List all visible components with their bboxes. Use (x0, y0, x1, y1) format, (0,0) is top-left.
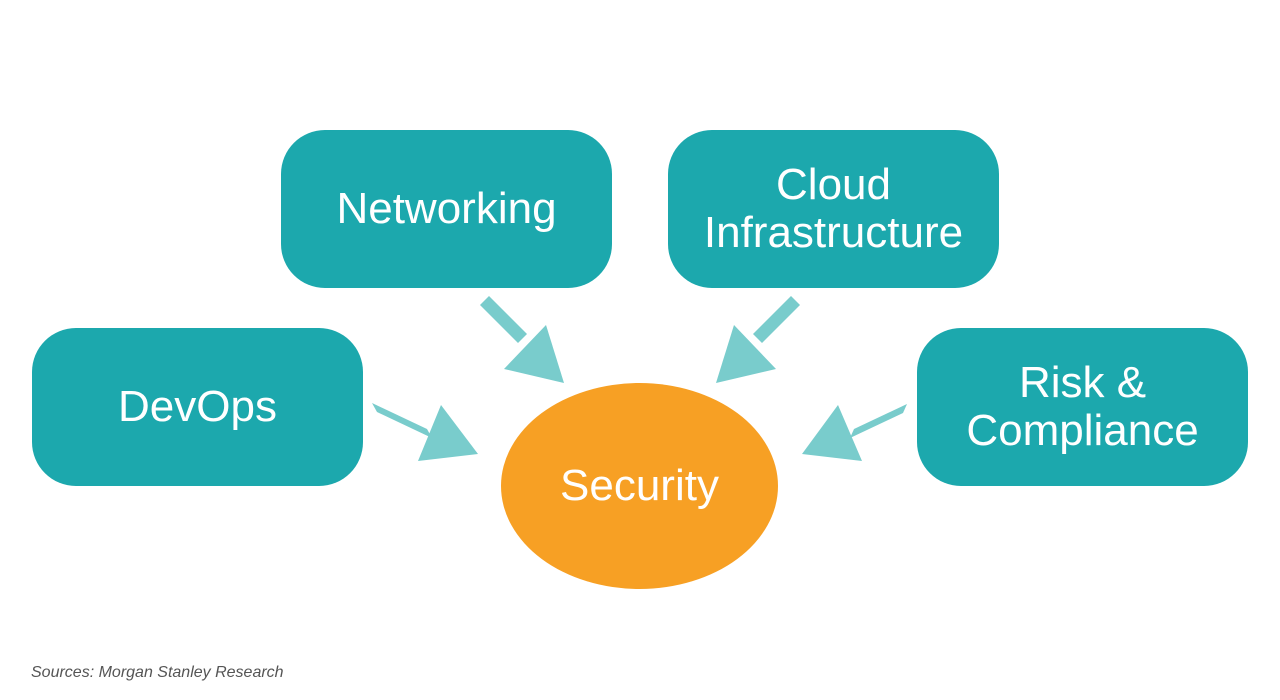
arrow-risk-to-security (802, 404, 907, 461)
node-risk-label-line1: Risk & (1018, 358, 1147, 407)
node-cloud-label-line2: Infrastructure (703, 208, 964, 257)
node-security-label: Security (560, 461, 719, 510)
arrow-networking-to-security (480, 296, 564, 383)
node-devops: DevOps (32, 328, 363, 486)
node-networking: Networking (281, 130, 612, 288)
source-note: Sources: Morgan Stanley Research (31, 664, 284, 681)
node-risk-label-line2: Compliance (966, 406, 1199, 455)
arrow-cloud-to-security (716, 296, 800, 383)
node-risk-compliance: Risk & Compliance (917, 328, 1248, 486)
node-cloud-label-line1: Cloud (776, 160, 891, 209)
node-security: Security (501, 383, 778, 589)
arrow-devops-to-security (372, 403, 478, 461)
node-networking-label: Networking (336, 184, 557, 233)
node-devops-label: DevOps (118, 382, 277, 431)
node-cloud-infrastructure: Cloud Infrastructure (668, 130, 999, 288)
